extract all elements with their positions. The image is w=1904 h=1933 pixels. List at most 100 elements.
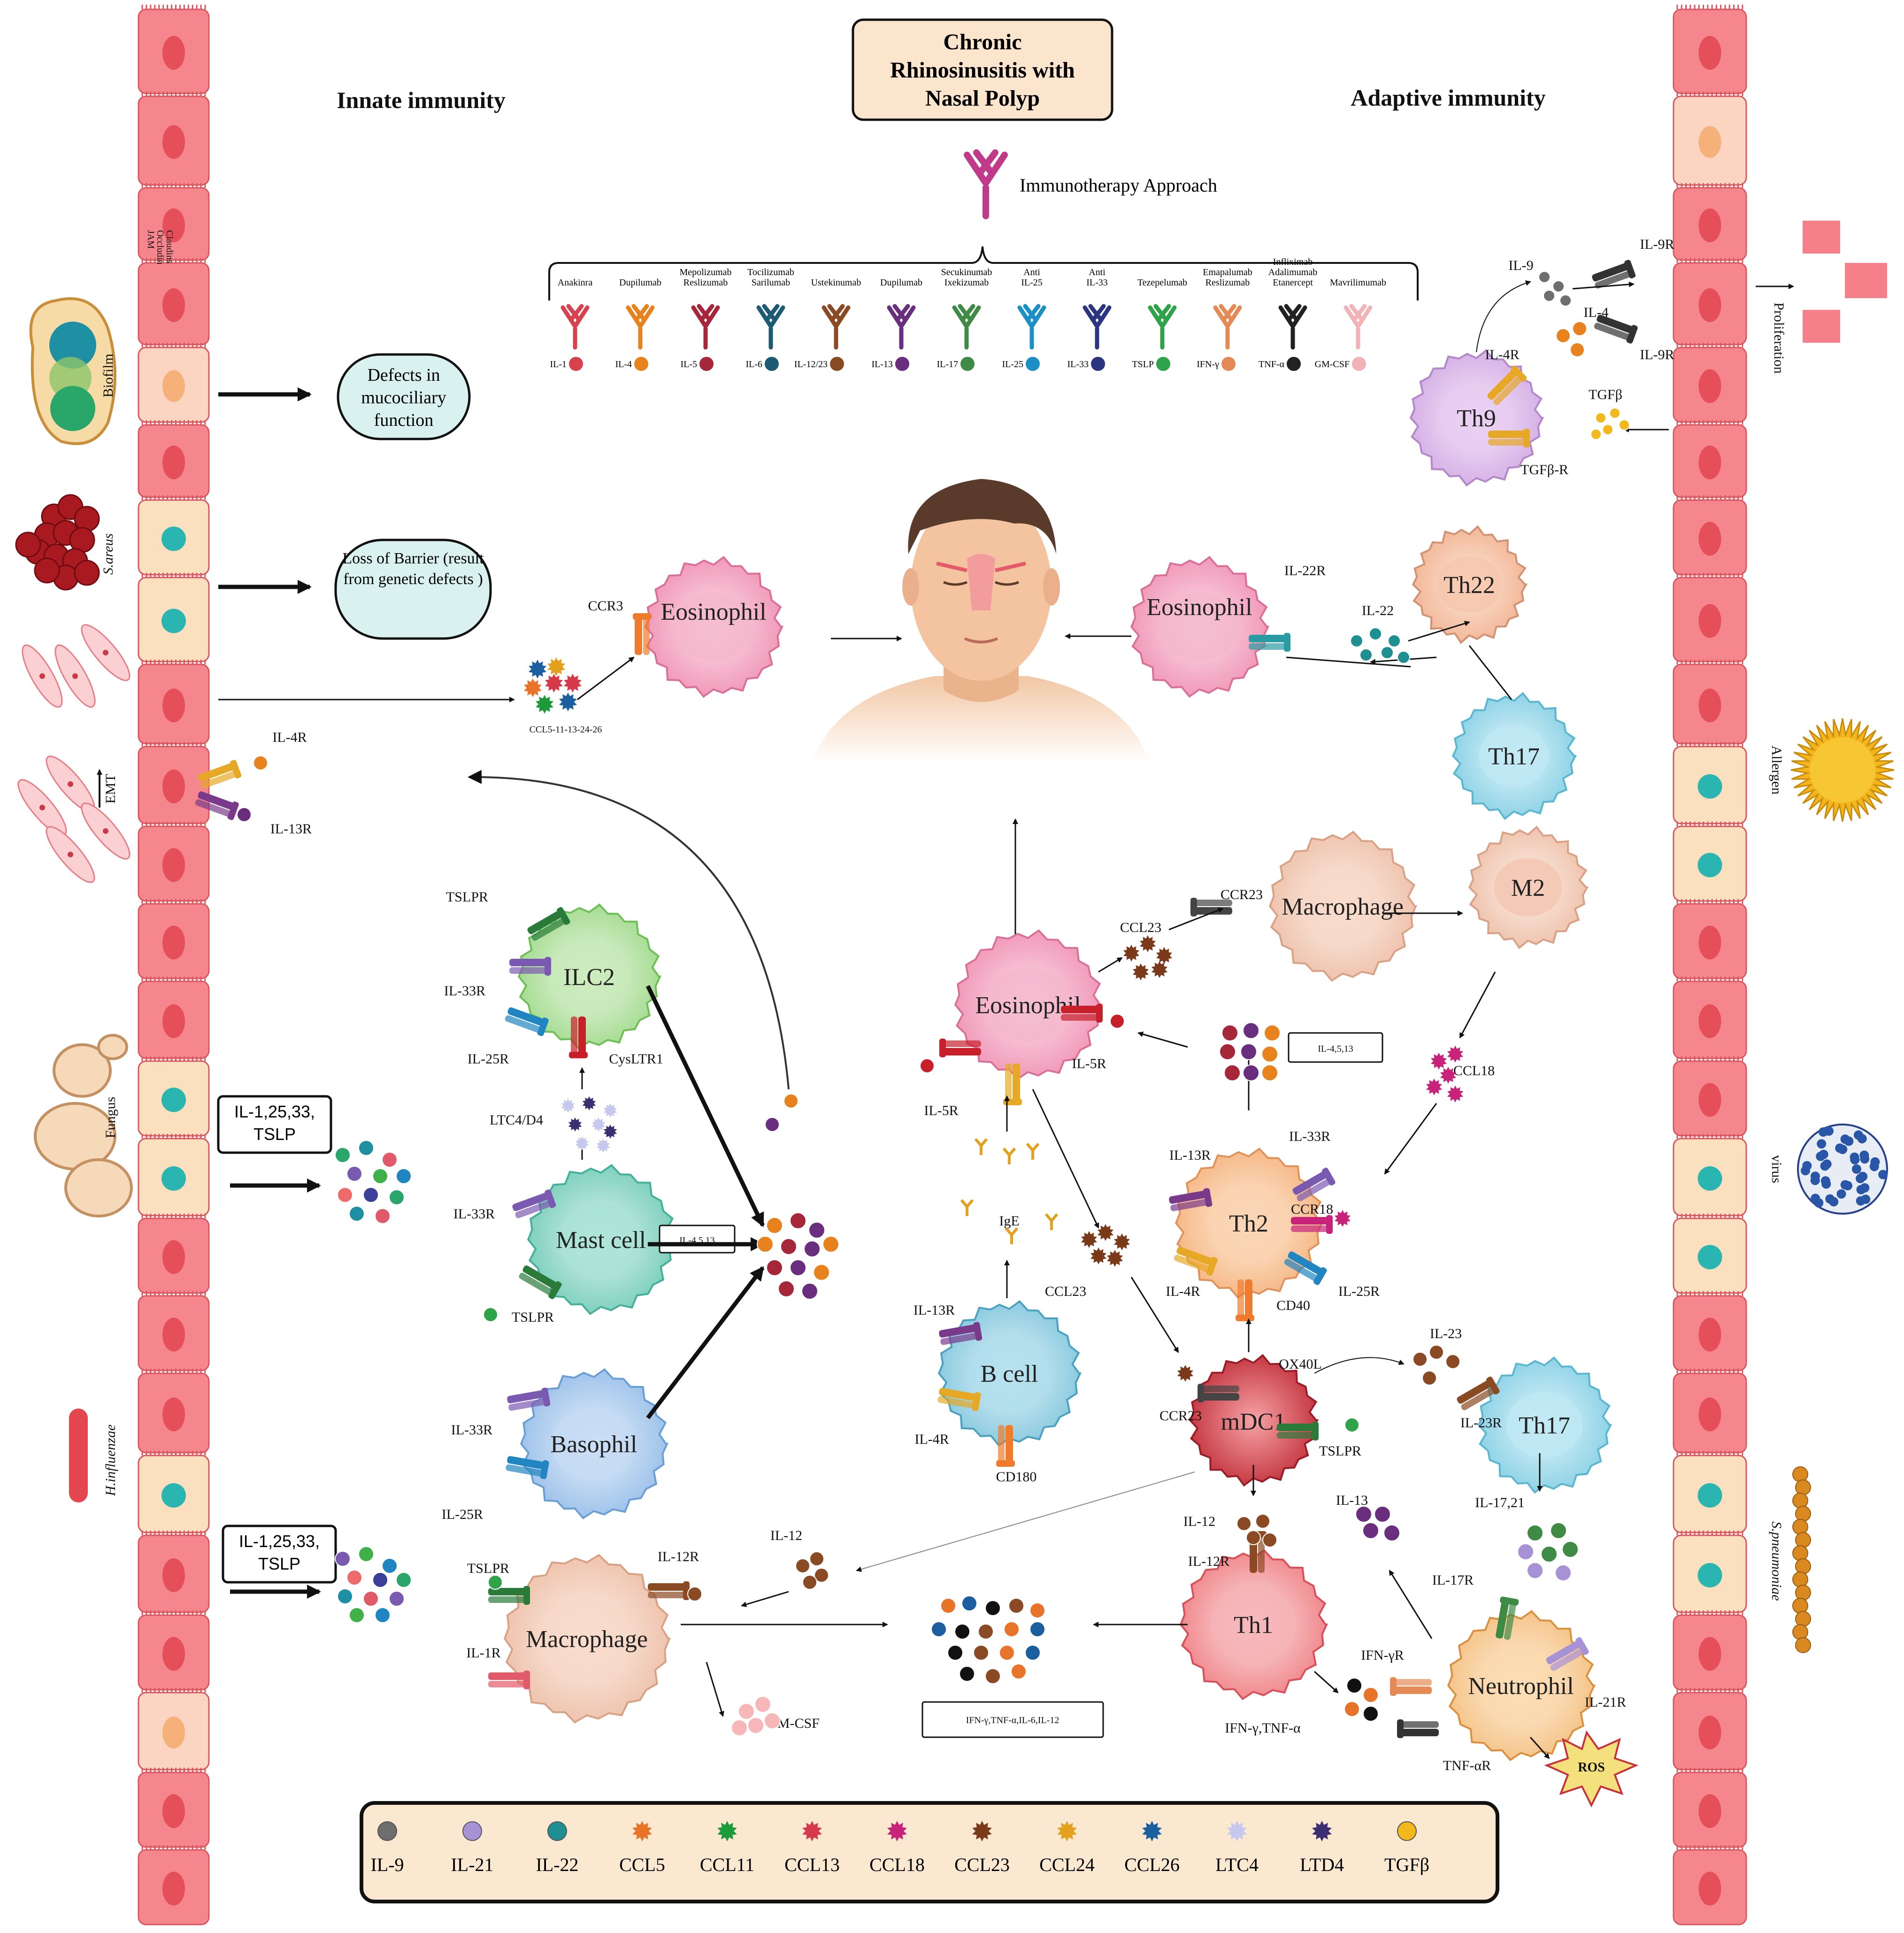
immunotherapy-label: Immunotherapy Approach <box>1020 175 1217 196</box>
ligand-star <box>1177 1365 1194 1382</box>
proliferating-epithelial-cells <box>1803 221 1887 343</box>
drug-antibody-icon <box>1083 304 1112 350</box>
legend-label: CCL11 <box>700 1854 754 1875</box>
cell-label-th1: Th1 <box>1234 1612 1273 1639</box>
il33r-label-th2: IL-33R <box>1289 1129 1330 1144</box>
epithelial-nucleus <box>1698 522 1721 556</box>
h-influenzae-icon <box>69 1409 88 1502</box>
cell-label-b_cell: B cell <box>981 1361 1038 1387</box>
ligand-dot <box>985 1600 1001 1616</box>
epithelial-nucleus <box>161 608 186 633</box>
legend-item: LTC4 <box>1215 1821 1259 1875</box>
legend-item: CCL26 <box>1124 1821 1180 1875</box>
ligand-dot <box>375 1208 391 1224</box>
epithelial-nucleus <box>1697 1483 1722 1508</box>
ige-antibody-icon <box>1005 1227 1019 1244</box>
cell-label-th2: Th2 <box>1229 1210 1268 1237</box>
epithelial-nucleus <box>162 208 185 242</box>
pathogen-label-biofilm: Biofilm <box>100 354 116 397</box>
ligand-dot <box>1429 1345 1444 1360</box>
epithelial-nucleus <box>162 125 185 159</box>
ligand-dot <box>947 1645 963 1661</box>
ligand-clusters <box>237 271 1630 1736</box>
epithelial-nucleus <box>1698 446 1721 479</box>
il4-label-top: IL-4 <box>1583 305 1608 320</box>
cell-th17: Th17 <box>1477 1356 1612 1494</box>
epithelial-protein-label: JAM <box>146 230 156 249</box>
drug-name: Dupilumab <box>619 277 661 288</box>
ligand-dot <box>757 1236 774 1253</box>
il17r-label: IL-17R <box>1432 1572 1474 1588</box>
ligand-star <box>596 1139 610 1153</box>
epithelial-nucleus <box>162 1794 185 1828</box>
epithelial-nucleus <box>1698 1794 1721 1828</box>
cell-label-th17: Th17 <box>1519 1412 1570 1439</box>
ligand-star <box>524 678 542 697</box>
cd40-label: CD40 <box>1276 1298 1310 1313</box>
ligand-star <box>591 1117 606 1132</box>
ligand-dot <box>961 1595 977 1611</box>
ligand-star <box>1156 947 1173 964</box>
ligand-star <box>603 1124 617 1139</box>
ligand-star <box>536 695 553 714</box>
cell-label-macrophage: Macrophage <box>1282 893 1404 920</box>
epithelial-protein-label: Claudins <box>164 230 175 263</box>
receptor-icon <box>1397 1719 1439 1738</box>
ligand-dot <box>804 1240 821 1257</box>
cell-label-neutrophil: Neutrophil <box>1468 1673 1574 1700</box>
ligand-dot <box>783 1094 798 1109</box>
il9-label: IL-9 <box>1508 258 1533 273</box>
drug-antibody-icon <box>626 304 655 350</box>
legend-label: LTC4 <box>1215 1854 1259 1875</box>
il4r-label-bcell: IL-4R <box>914 1432 949 1447</box>
ligand-dot <box>1556 328 1571 343</box>
drug-target-label: IL-6 <box>745 359 762 370</box>
cell-label-basophil: Basophil <box>551 1431 637 1458</box>
ligand-dot <box>999 1645 1015 1661</box>
receptor-icon <box>1390 1677 1432 1696</box>
epithelial-nucleus <box>162 1637 185 1671</box>
legend-swatch <box>1397 1821 1417 1841</box>
ligand-dot <box>814 1568 829 1583</box>
ligand-star <box>545 674 563 693</box>
ligand-dot <box>375 1607 391 1623</box>
legend-label: LTD4 <box>1300 1854 1344 1875</box>
ccr3-label: CCR3 <box>588 598 623 614</box>
receptor-icon <box>1488 429 1530 447</box>
ros-burst-icon <box>1544 1730 1639 1808</box>
drug-target-label: IL-1 <box>550 359 567 370</box>
cytokine-box-2 <box>222 1525 337 1584</box>
pathogen-label-s-pneumoniae: S.pneumoniae <box>1769 1521 1784 1601</box>
ligand-star <box>1139 935 1156 952</box>
legend-swatch <box>1312 1821 1332 1841</box>
ligand-dot <box>1590 429 1602 440</box>
ccl18-label: CCL18 <box>1453 1063 1495 1078</box>
ligand-dot <box>1595 412 1606 424</box>
ligand-dot <box>1110 1014 1125 1029</box>
drug-name: Ustekinumab <box>811 277 861 288</box>
mix-box <box>921 1701 1104 1738</box>
drug-target-label: IL-33 <box>1067 359 1089 370</box>
il4513-box-right <box>1288 1032 1383 1063</box>
ligand-dot <box>1397 651 1410 664</box>
receptor-icon <box>512 1189 556 1218</box>
ligand-star <box>603 1103 617 1117</box>
ligand-dot <box>1538 271 1551 283</box>
drug-antibody-icon <box>1344 304 1373 350</box>
drug-antibody-icon <box>756 304 785 350</box>
ligand-dot <box>363 1591 379 1607</box>
emt-cells-icon <box>17 624 131 883</box>
epithelial-nucleus <box>1698 925 1721 960</box>
drug-antibody-icon <box>887 304 916 350</box>
drug-target-label: IL-5 <box>680 359 697 370</box>
il22r-label: IL-22R <box>1284 563 1326 578</box>
cell-neutrophil: Neutrophil <box>1447 1610 1596 1762</box>
drug-target-ligand <box>1351 356 1367 372</box>
epithelial-nucleus <box>1698 369 1721 403</box>
ligand-dot <box>1246 1530 1261 1545</box>
drug-target-ligand <box>960 356 975 372</box>
epithelial-nucleus <box>162 36 185 70</box>
cytokine-box-2-text: IL-1,25,33, TSLP <box>238 1532 320 1573</box>
ige-antibody-icon <box>974 1138 988 1155</box>
